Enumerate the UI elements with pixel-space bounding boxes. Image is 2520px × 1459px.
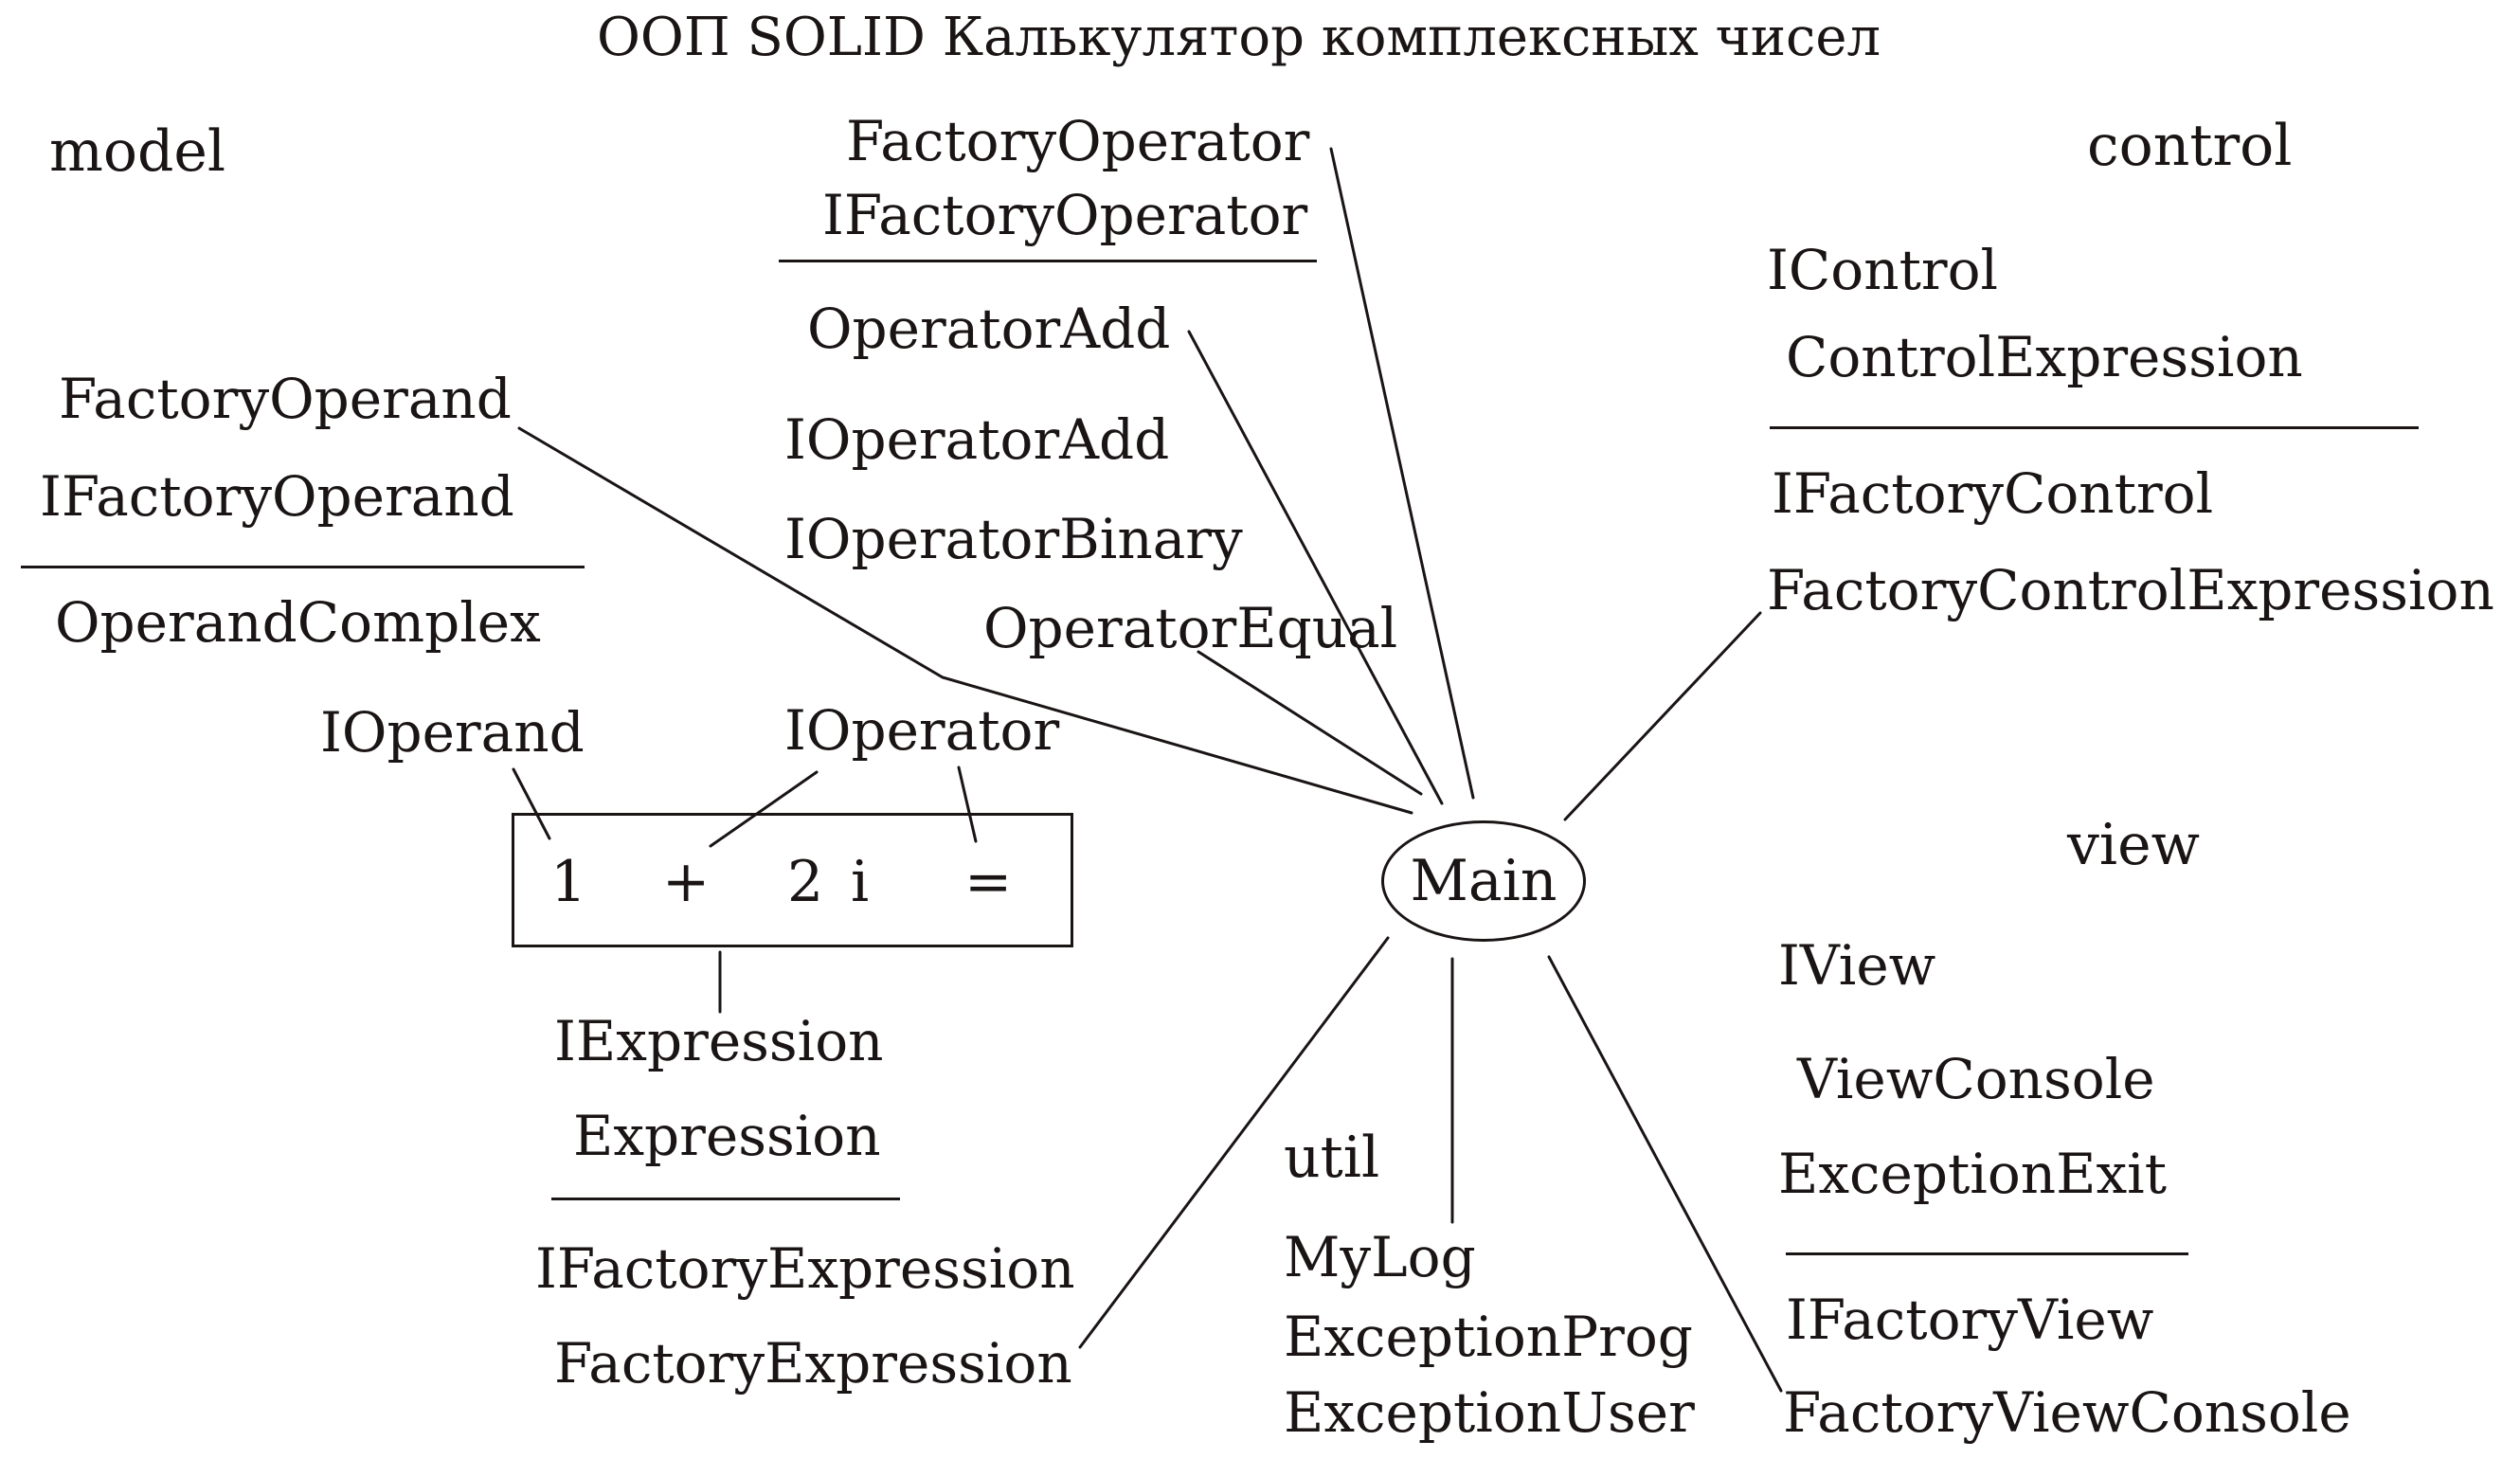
edge-control-main (1563, 611, 1762, 821)
class-operand-complex: OperandComplex (55, 590, 541, 655)
class-iexpression: IExpression (554, 1009, 884, 1073)
class-factory-operand: FactoryOperand (59, 367, 512, 431)
class-ioperator-add: IOperatorAdd (784, 407, 1170, 472)
class-ioperand: IOperand (320, 700, 585, 765)
separator-view-factory (1786, 1252, 2188, 1255)
expression-example-box: 1 + 2 i = (512, 813, 1073, 947)
page-title: ООП SOLID Калькулятор комплексных чисел (597, 7, 1881, 68)
class-ifactory-expression: IFactoryExpression (535, 1236, 1075, 1301)
class-mylog: MyLog (1284, 1225, 1476, 1289)
expression-token-plus: + (662, 849, 711, 915)
class-exception-user: ExceptionUser (1284, 1380, 1695, 1445)
class-ioperator-binary: IOperatorBinary (784, 507, 1243, 571)
edge-ioperand-token (512, 767, 551, 840)
class-exception-prog: ExceptionProg (1284, 1305, 1693, 1369)
expression-token-imaginary-unit: i (851, 849, 870, 915)
package-label-util: util (1284, 1125, 1380, 1191)
separator-operator-factory (779, 260, 1317, 262)
class-ioperator: IOperator (784, 698, 1060, 763)
expression-token-operand-real: 1 (550, 849, 587, 915)
edge-main-view (1547, 955, 1783, 1393)
class-ifactory-operand: IFactoryOperand (40, 464, 514, 529)
edge-operator-equal-main (1197, 650, 1423, 796)
class-expression: Expression (573, 1104, 881, 1168)
edge-operator-add-main (1187, 330, 1444, 805)
class-ifactory-control: IFactoryControl (1772, 461, 2214, 526)
expression-token-equal: = (964, 849, 1013, 915)
class-view-console: ViewConsole (1797, 1047, 2155, 1111)
class-factory-control-expression: FactoryControlExpression (1767, 558, 2494, 622)
edge-factory-operand-main (517, 426, 1413, 815)
class-factory-view-console: FactoryViewConsole (1783, 1380, 2351, 1445)
class-icontrol: IControl (1767, 238, 1999, 302)
package-label-control: control (2087, 113, 2293, 179)
main-node: Main (1381, 820, 1586, 942)
separator-control-factory (1770, 426, 2419, 429)
class-ifactory-view: IFactoryView (1786, 1288, 2154, 1352)
class-exception-exit: ExceptionExit (1778, 1142, 2168, 1206)
class-control-expression: ControlExpression (1786, 325, 2303, 389)
package-label-view: view (2067, 812, 2200, 878)
edge-ioperator-equal (957, 766, 978, 843)
main-node-label: Main (1410, 848, 1557, 914)
separator-operand-factory (21, 566, 585, 568)
edge-factory-operator-main (1329, 147, 1475, 800)
package-label-model: model (49, 118, 226, 185)
class-factory-expression: FactoryExpression (554, 1331, 1072, 1396)
edge-ioperator-plus (709, 770, 819, 848)
class-operator-add: OperatorAdd (807, 297, 1171, 361)
edge-factory-expression-main (1078, 936, 1390, 1349)
class-factory-operator: FactoryOperator (846, 109, 1310, 173)
class-operator-equal: OperatorEqual (983, 596, 1398, 660)
expression-token-operand-imag: 2 (787, 849, 824, 915)
class-iview: IView (1778, 933, 1936, 998)
class-ifactory-operator: IFactoryOperator (822, 183, 1308, 247)
separator-expression-factory (551, 1198, 900, 1200)
